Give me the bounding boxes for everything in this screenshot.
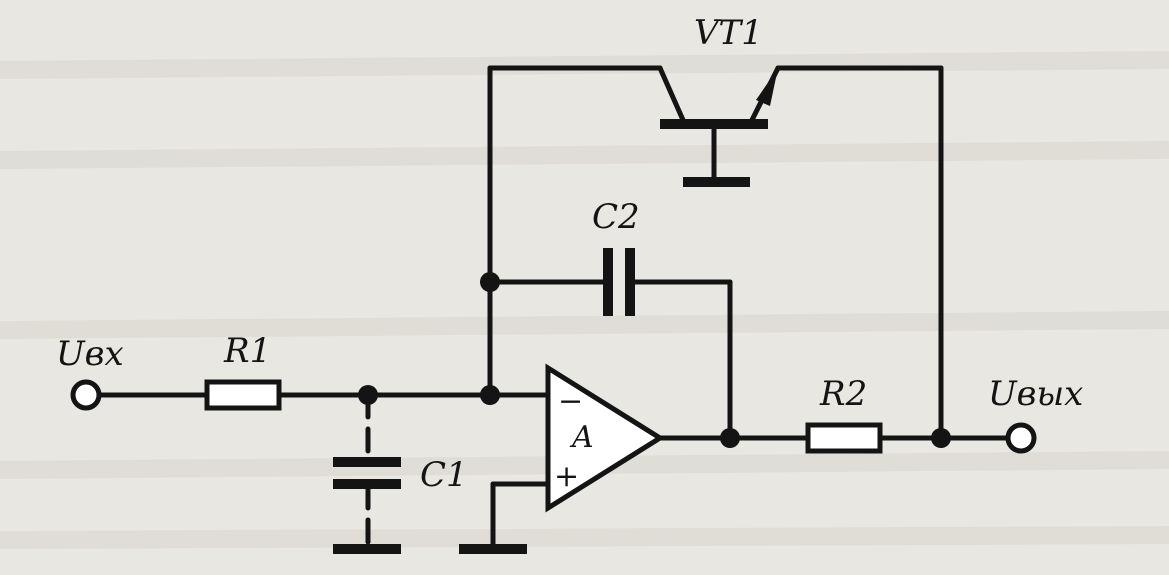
output-terminal xyxy=(1005,422,1037,454)
resistor-r2 xyxy=(805,422,883,454)
c2-label: C2 xyxy=(592,197,640,237)
input-terminal xyxy=(70,379,102,411)
opamp-minus-sign: − xyxy=(558,384,583,419)
r2-label: R2 xyxy=(819,374,867,414)
transistor-vt1 xyxy=(487,65,944,187)
c1-label: C1 xyxy=(420,455,468,495)
opamp-plus-sign: + xyxy=(554,459,579,494)
output-label: Uвых xyxy=(988,374,1083,414)
junction-opamp-output xyxy=(720,428,740,448)
resistor-r1 xyxy=(204,379,282,411)
opamp-label: A xyxy=(569,420,594,455)
input-label: Uвх xyxy=(56,334,124,374)
vt1-label: VT1 xyxy=(694,13,763,53)
opamp-a xyxy=(545,363,665,513)
r1-label: R1 xyxy=(223,331,271,371)
